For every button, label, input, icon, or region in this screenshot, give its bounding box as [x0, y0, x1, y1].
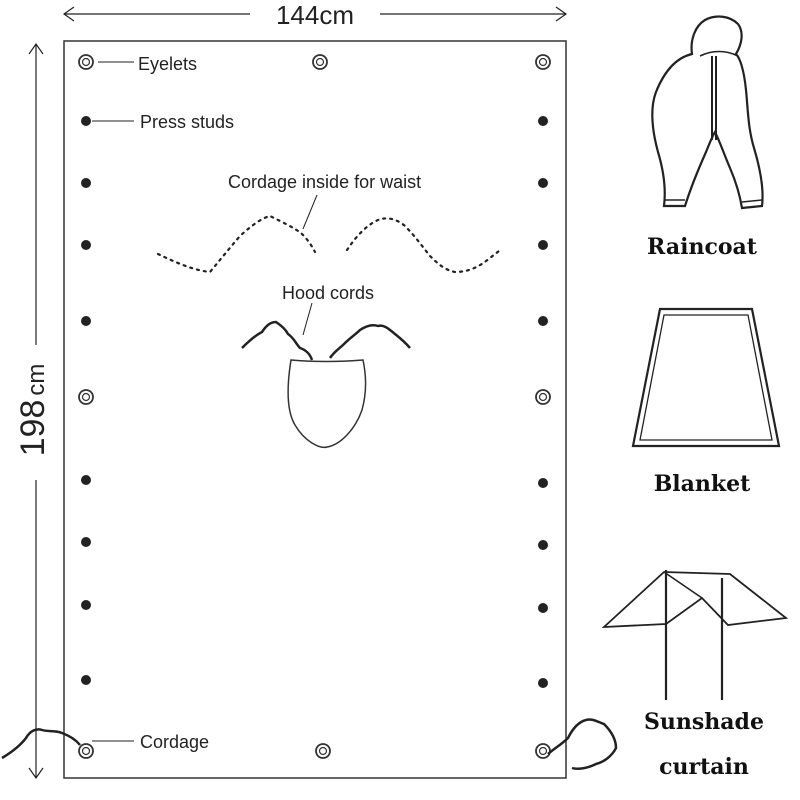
hood — [287, 359, 367, 449]
blanket-illustration — [631, 307, 781, 448]
hood-cord-right — [328, 323, 411, 359]
height-value: 198 — [14, 400, 52, 457]
waist-cordage — [156, 214, 502, 274]
press-studs-group — [81, 116, 548, 688]
press-stud — [538, 240, 548, 250]
waist-cordage-leader — [302, 194, 318, 230]
press-stud — [538, 603, 548, 613]
hood-cord-left — [241, 320, 314, 361]
press-stud — [81, 116, 91, 126]
raincoat-hood-edge — [699, 50, 739, 57]
hood-cords-label: Hood cords — [282, 283, 374, 303]
height-arrowhead-bottom — [28, 767, 44, 780]
cordage-bottom-right — [547, 718, 618, 771]
height-dimension: 198 cm — [14, 42, 52, 780]
raincoat-label: Raincoat — [647, 234, 758, 260]
width-label: 144cm — [276, 0, 354, 30]
press-studs-label: Press studs — [140, 112, 234, 132]
hood-cords — [241, 320, 411, 361]
cordage-bottom-left — [1, 728, 81, 760]
cordage-label: Cordage — [140, 732, 209, 752]
eyelets-group — [78, 54, 551, 759]
hood-outline — [287, 359, 367, 449]
blanket-outline — [631, 307, 781, 448]
press-stud — [81, 475, 91, 485]
waist-cord-right — [345, 217, 502, 274]
eyelet — [78, 389, 94, 405]
sunshade-illustration — [601, 570, 789, 700]
press-stud — [81, 537, 91, 547]
raincoat-hem-right — [741, 199, 763, 203]
sunshade-canopy — [601, 571, 789, 629]
press-stud — [538, 178, 548, 188]
blanket-label: Blanket — [654, 471, 751, 497]
press-stud — [538, 678, 548, 688]
press-stud — [81, 316, 91, 326]
hood-cords-leader — [302, 302, 313, 336]
waist-cordage-label: Cordage inside for waist — [228, 172, 421, 192]
width-dimension: 144cm — [62, 0, 568, 30]
sunshade-label-line2: curtain — [659, 754, 749, 780]
press-stud — [81, 240, 91, 250]
eyelets-label: Eyelets — [138, 54, 197, 74]
corner-cordage — [1, 718, 618, 771]
height-arrowhead-top — [28, 42, 44, 55]
width-arrowhead-left — [62, 6, 75, 22]
press-stud — [81, 600, 91, 610]
waist-cord-left — [156, 214, 317, 274]
press-stud — [538, 540, 548, 550]
raincoat-illustration — [651, 15, 764, 210]
raincoat-outline — [651, 15, 764, 210]
eyelet — [78, 54, 94, 70]
eyelet — [535, 389, 551, 405]
sunshade-label-line1: Sunshade — [644, 709, 764, 735]
height-unit: cm — [23, 364, 50, 396]
eyelet — [312, 54, 328, 70]
press-stud — [81, 178, 91, 188]
press-stud — [538, 316, 548, 326]
eyelet — [78, 743, 94, 759]
height-label: 198 cm — [14, 364, 52, 457]
eyelet — [535, 54, 551, 70]
blanket-inner-edge — [639, 314, 773, 441]
eyelet — [315, 743, 331, 759]
sunshade-ridge — [663, 571, 703, 599]
press-stud — [538, 116, 548, 126]
eyelet — [535, 743, 551, 759]
press-stud — [538, 478, 548, 488]
width-arrowhead-right — [555, 6, 568, 22]
press-stud — [81, 675, 91, 685]
